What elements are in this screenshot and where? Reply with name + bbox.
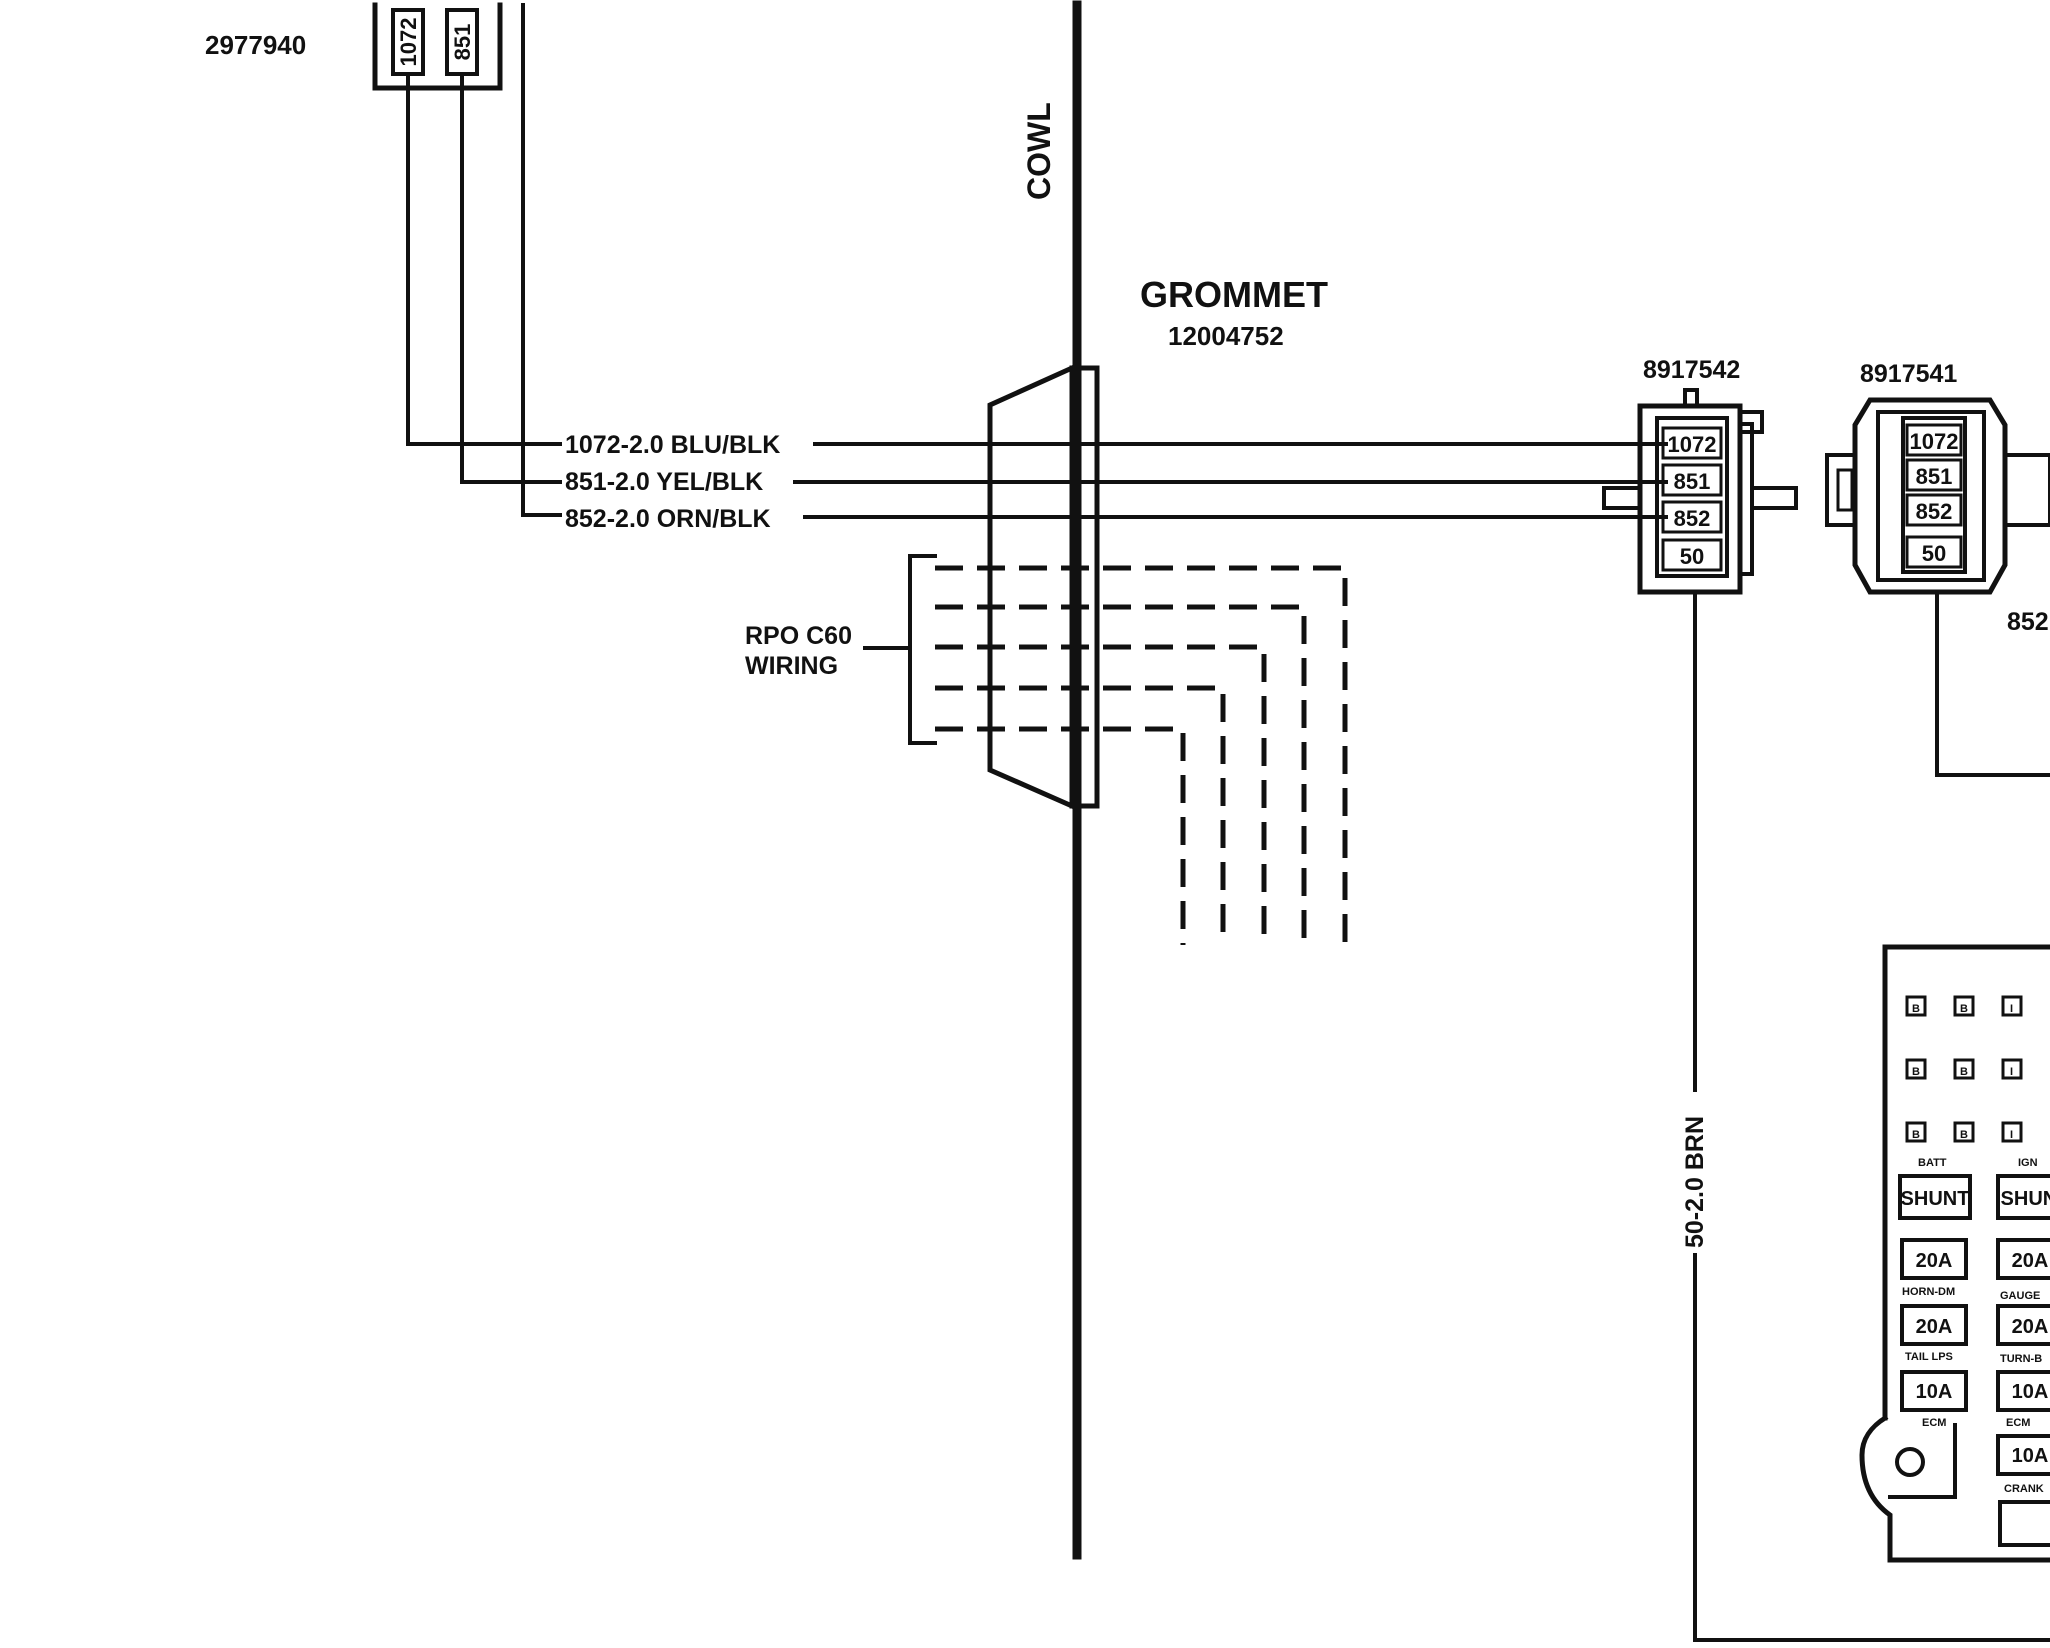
column-header-ign: IGN — [2018, 1157, 2038, 1169]
cowl: COWL — [1021, 0, 1082, 1560]
terminal-3-1: B — [1912, 1129, 1920, 1141]
fuse-row-4: 10A 10A ECM ECM — [1900, 1370, 2050, 1429]
fuse-4-left: 10A — [1916, 1381, 1953, 1403]
column-header-batt: BATT — [1918, 1157, 1947, 1169]
connector-8917541: 8917541 1072 851 852 50 852 — [1825, 360, 2050, 777]
fuse-row-2: 20A 20A HORN-DM GAUGE — [1900, 1238, 2050, 1302]
connector-8917542: 8917542 1072 851 852 50 — [1602, 356, 1798, 595]
terminal-2-2: B — [1960, 1066, 1968, 1078]
top-connector-pin-2: 851 — [450, 24, 475, 61]
terminal-row-2: B B I — [1905, 1058, 2023, 1080]
terminal-row-1: B B I — [1905, 995, 2023, 1017]
connector-left-pin-4: 50 — [1680, 544, 1704, 569]
fuse-row-3: 20A 20A TAIL LPS TURN-B — [1900, 1304, 2050, 1365]
rpo-label-line1: RPO C60 — [745, 622, 852, 650]
fuse-block: B B I B B I B B I BATT IGN SHUNT SHUNT — [1859, 944, 2050, 1563]
cowl-label: COWL — [1021, 102, 1057, 200]
terminal-2-3: I — [2010, 1066, 2013, 1078]
brown-wire: 50-2.0 BRN — [1681, 590, 2050, 1642]
partial-wire-label: 852 — [2007, 608, 2049, 636]
wire-label-852: 852-2.0 ORN/BLK — [565, 505, 771, 533]
wire-852: 852-2.0 ORN/BLK — [565, 505, 1668, 533]
grommet: GROMMET 12004752 — [987, 274, 1328, 810]
connector-right-pin-2: 851 — [1916, 464, 1953, 489]
terminal-1-2: B — [1960, 1003, 1968, 1015]
rpo-c60-wiring: RPO C60 WIRING — [745, 554, 1348, 945]
connector-right-pin-4: 50 — [1922, 541, 1946, 566]
fuse-5-right-sub: CRANK — [2004, 1483, 2044, 1495]
wire-1072: 1072-2.0 BLU/BLK — [565, 431, 1668, 459]
brown-wire-label: 50-2.0 BRN — [1681, 1116, 1709, 1248]
terminal-row-3: B B I — [1905, 1121, 2023, 1143]
fuse-3-right: 20A — [2012, 1316, 2049, 1338]
fuse-row-5: 10A CRANK — [1996, 1434, 2050, 1547]
terminal-3-2: B — [1960, 1129, 1968, 1141]
terminal-1-1: B — [1912, 1003, 1920, 1015]
fuse-3-left: 20A — [1916, 1316, 1953, 1338]
rpo-label-line2: WIRING — [745, 652, 838, 680]
fuse-3-right-sub: TURN-B — [2000, 1353, 2042, 1365]
wire-label-1072: 1072-2.0 BLU/BLK — [565, 431, 780, 459]
wire-label-851: 851-2.0 YEL/BLK — [565, 468, 763, 496]
connector-left-pin-3: 852 — [1674, 506, 1711, 531]
wire-851: 851-2.0 YEL/BLK — [565, 468, 1668, 496]
fuse-3-left-sub: TAIL LPS — [1905, 1351, 1953, 1363]
fuse-2-left: 20A — [1916, 1250, 1953, 1272]
connector-left-part-number: 8917542 — [1643, 356, 1740, 384]
connector-right-pin-3: 852 — [1916, 499, 1953, 524]
fuse-4-left-sub: ECM — [1922, 1417, 1946, 1429]
top-connector-pin-1: 1072 — [396, 18, 421, 67]
connector-left-pin-2: 851 — [1674, 469, 1711, 494]
connector-left-pin-1: 1072 — [1668, 432, 1717, 457]
grommet-title: GROMMET — [1140, 274, 1328, 315]
terminal-2-1: B — [1912, 1066, 1920, 1078]
fuse-1-left: SHUNT — [1901, 1188, 1970, 1210]
fuse-row-1: SHUNT SHUNT — [1898, 1174, 2050, 1220]
terminal-3-3: I — [2010, 1129, 2013, 1141]
terminal-1-3: I — [2010, 1003, 2013, 1015]
fuse-2-left-sub: HORN-DM — [1902, 1286, 1955, 1298]
fuse-5-right: 10A — [2012, 1445, 2049, 1467]
connector-right-pin-1: 1072 — [1910, 429, 1959, 454]
fuse-2-right-sub: GAUGE — [2000, 1290, 2040, 1302]
fuse-1-right: SHUNT — [2001, 1188, 2050, 1210]
top-connector-part-number: 2977940 — [205, 30, 306, 60]
fuse-4-right-sub: ECM — [2006, 1417, 2030, 1429]
connector-right-part-number: 8917541 — [1860, 360, 1957, 388]
grommet-part-number: 12004752 — [1168, 321, 1284, 351]
top-connector: 2977940 1072 851 — [205, 2, 562, 517]
fuse-4-right: 10A — [2012, 1381, 2049, 1403]
fuse-2-right: 20A — [2012, 1250, 2049, 1272]
